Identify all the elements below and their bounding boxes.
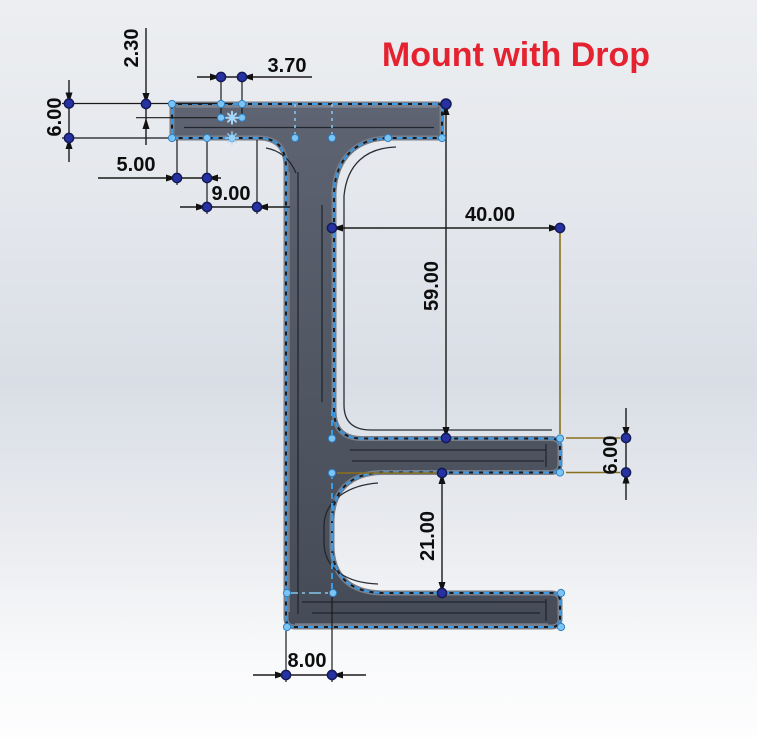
star-icon bbox=[225, 110, 239, 125]
dimension-label[interactable]: 40.00 bbox=[465, 204, 515, 226]
dimension-label[interactable]: 2.30 bbox=[121, 29, 143, 68]
dimension-flange-thickness[interactable]: 6.00 bbox=[44, 80, 170, 162]
dimension-label[interactable]: 9.00 bbox=[212, 183, 251, 205]
dimension-label[interactable]: 8.00 bbox=[288, 650, 327, 672]
extension-lines-olive bbox=[337, 233, 620, 474]
dimension-label[interactable]: 5.00 bbox=[117, 154, 156, 176]
sketch-points-light[interactable] bbox=[167, 99, 566, 632]
dimension-notch-depth[interactable]: 2.30 bbox=[62, 28, 233, 145]
star-icon bbox=[225, 131, 239, 145]
dimension-points[interactable] bbox=[63, 71, 632, 681]
part-depth-edges bbox=[184, 126, 552, 621]
dimension-arm-thickness[interactable]: 6.00 bbox=[600, 408, 630, 500]
page-title: Mount with Drop bbox=[382, 36, 650, 74]
dimension-fillet-offset[interactable]: 9.00 bbox=[180, 140, 290, 214]
dimension-label[interactable]: 59.00 bbox=[421, 261, 443, 311]
dimension-label[interactable]: 3.70 bbox=[268, 55, 307, 77]
dimension-label[interactable]: 6.00 bbox=[44, 98, 66, 137]
sketch-origin-stars bbox=[225, 110, 239, 145]
dimension-label[interactable]: 6.00 bbox=[600, 436, 622, 475]
dimension-stem-width[interactable]: 8.00 bbox=[253, 597, 366, 682]
dimension-fork-gap[interactable]: 21.00 bbox=[417, 473, 446, 593]
dimension-drop-height[interactable]: 59.00 bbox=[421, 104, 450, 438]
dimension-label[interactable]: 21.00 bbox=[417, 511, 439, 561]
